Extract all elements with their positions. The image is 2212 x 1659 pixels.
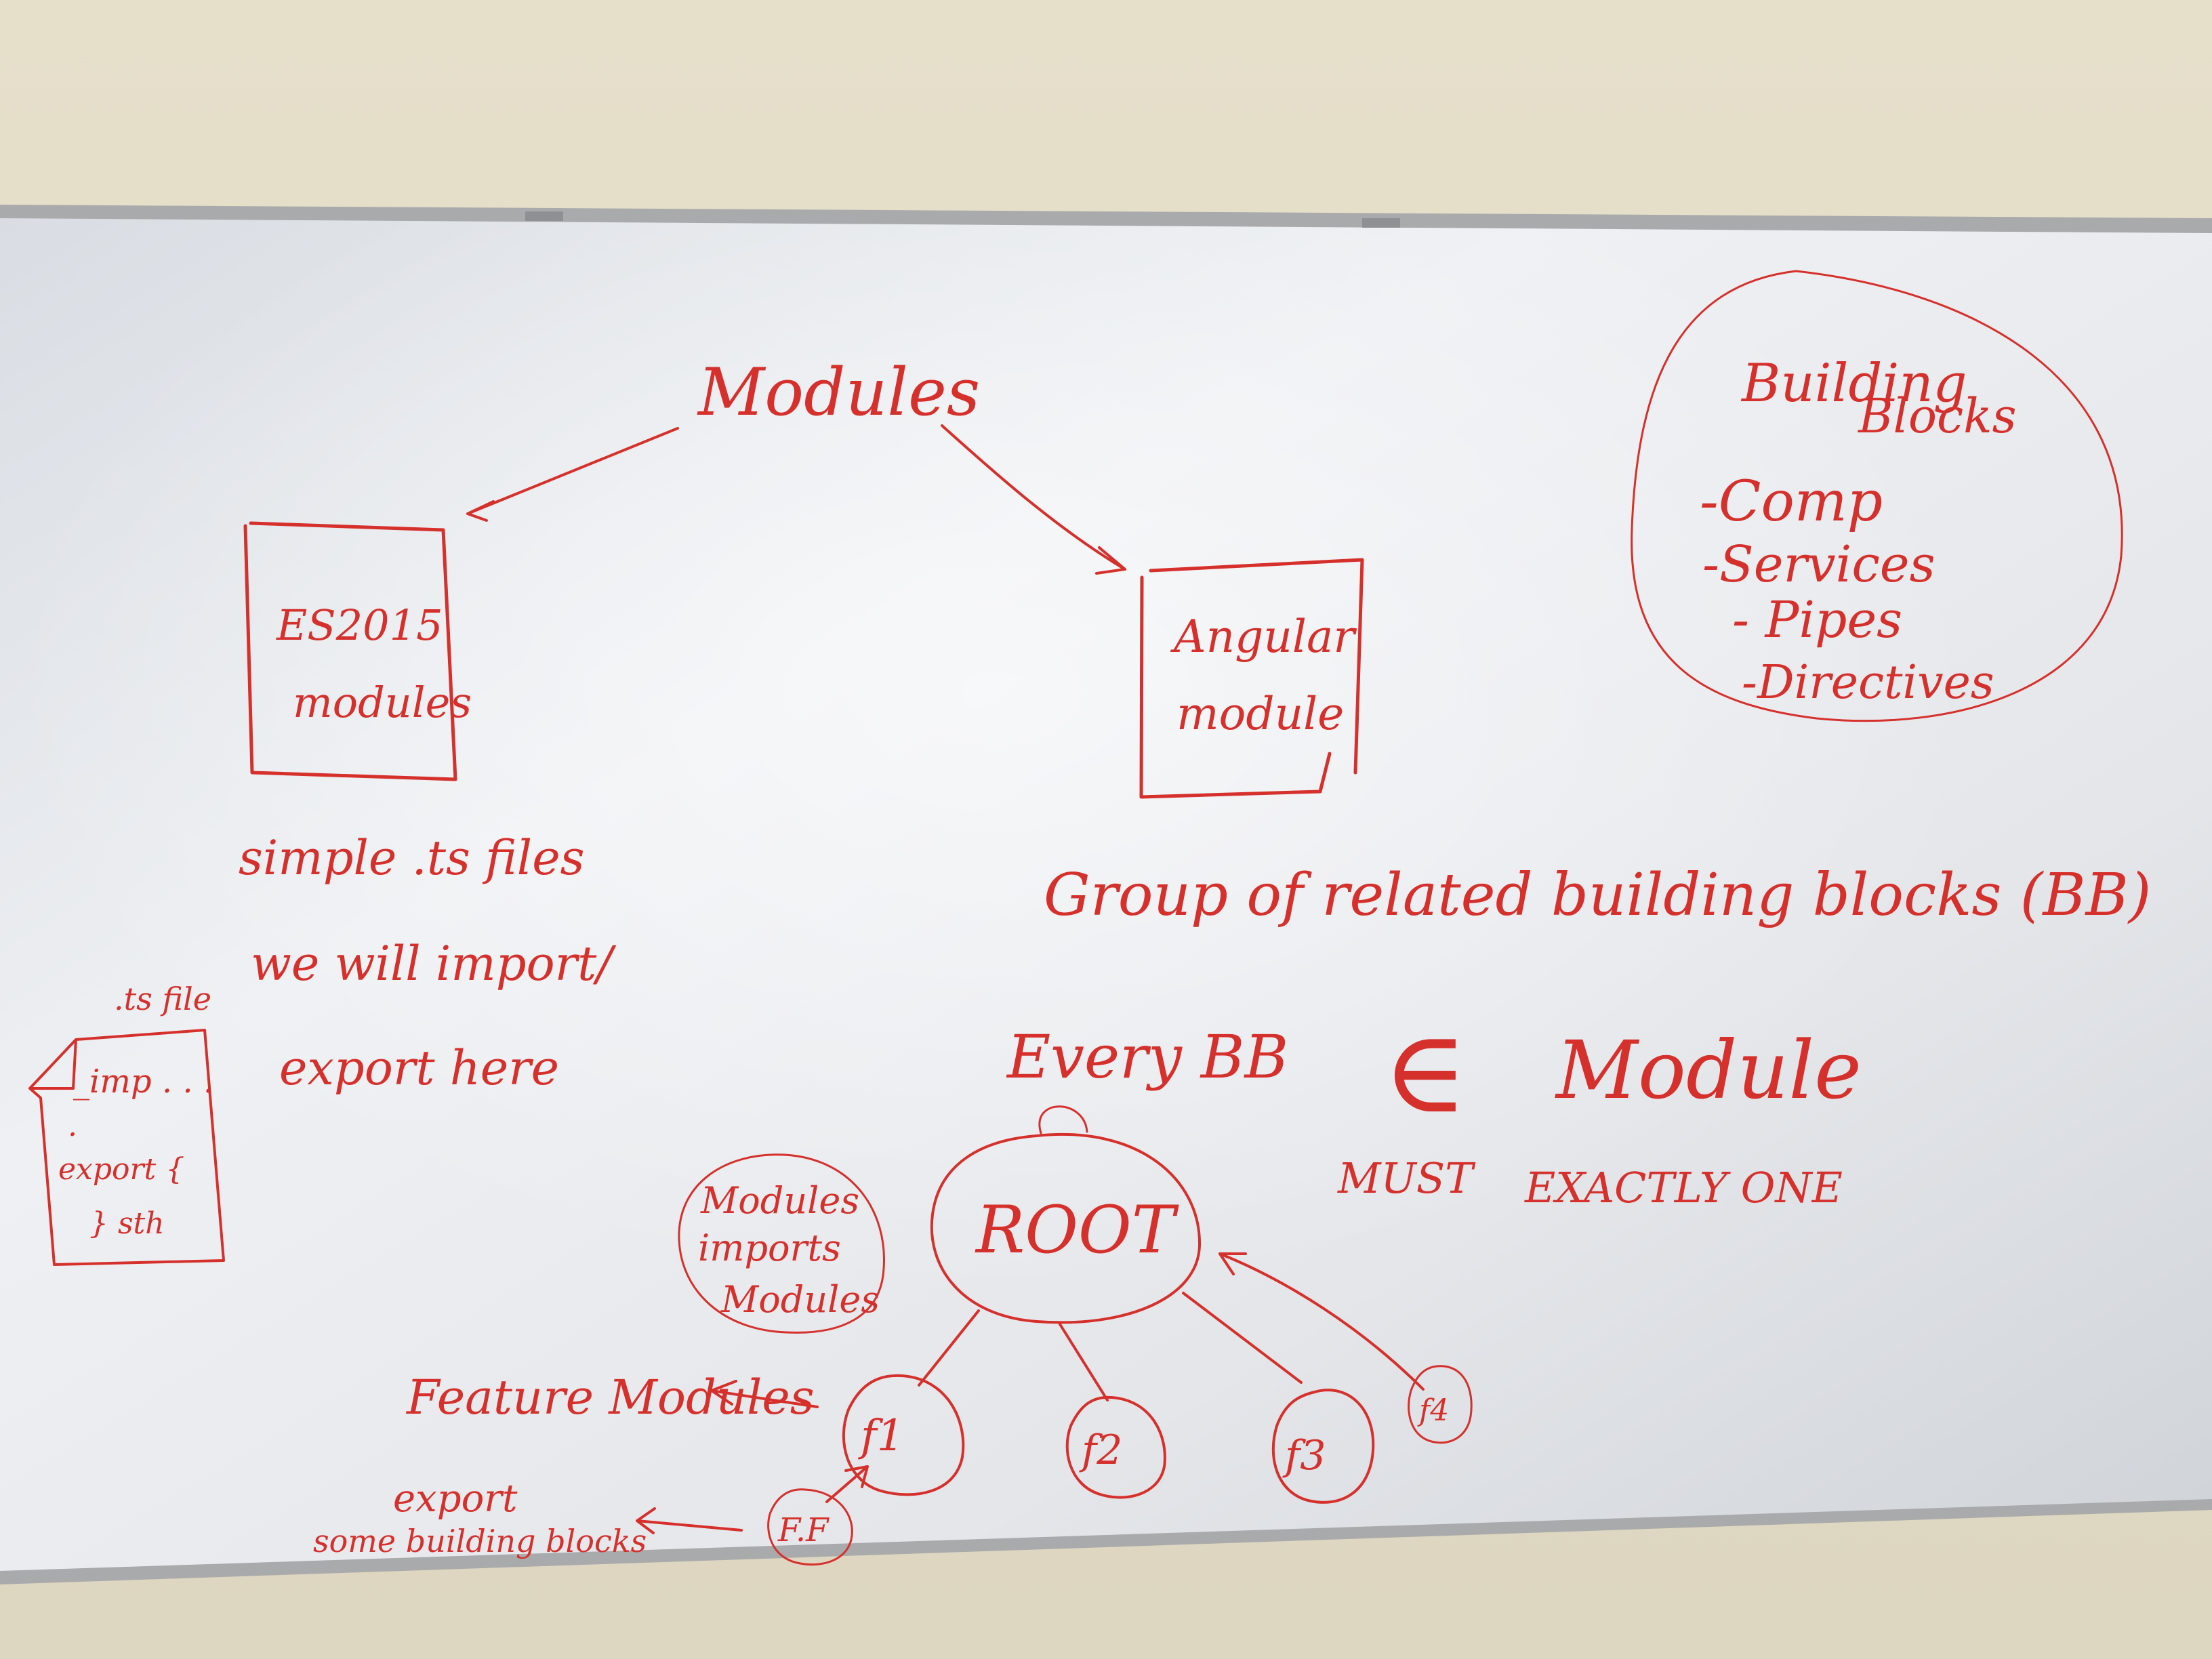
export-label: export	[393, 1477, 518, 1521]
ff-label: F.F	[777, 1511, 830, 1549]
board-glare	[0, 218, 2212, 1571]
some-building-blocks-label: some building blocks	[313, 1523, 647, 1559]
ff-circle	[767, 1488, 853, 1566]
root-loop	[1038, 1105, 1088, 1134]
arrow-to-angular	[941, 424, 1126, 575]
ts-file-code-2: .	[68, 1109, 77, 1143]
ts-file-sketch	[28, 1029, 225, 1266]
f3-circle	[1271, 1389, 1375, 1504]
ts-file-code-3: export {	[58, 1152, 184, 1187]
module-word: Module	[1555, 1023, 1862, 1117]
must-word: MUST	[1337, 1153, 1476, 1203]
board-clip-left	[525, 211, 563, 221]
ts-file-code-4: } sth	[89, 1206, 165, 1241]
every-bb: Every BB	[1006, 1022, 1288, 1092]
ts-file-code-1: _imp . . .	[73, 1063, 213, 1101]
building-blocks-title-2: Blocks	[1857, 388, 2017, 444]
f4-label: f4	[1417, 1393, 1449, 1428]
f2-label: f2	[1079, 1427, 1122, 1474]
building-block-services: -Services	[1702, 535, 1936, 594]
exactly-one: EXACTLY ONE	[1524, 1163, 1843, 1212]
f2-circle	[1065, 1395, 1166, 1499]
element-of-symbol: ∈	[1382, 1005, 1468, 1139]
edge-root-f1	[918, 1309, 980, 1387]
arrow-to-es2015	[466, 427, 679, 522]
modules-imports-2: imports	[698, 1227, 841, 1269]
group-of-building-blocks: Group of related building blocks (BB)	[1044, 861, 2151, 929]
feature-modules-label: Feature Modules	[405, 1370, 815, 1425]
edge-root-f2	[1059, 1323, 1109, 1401]
arrow-to-export-note	[636, 1507, 743, 1534]
modules-heading: Modules	[697, 354, 980, 430]
root-label: ROOT	[975, 1192, 1179, 1268]
angular-label-1: Angular	[1170, 611, 1357, 663]
building-block-comp: -Comp	[1700, 470, 1883, 534]
modules-imports-3: Modules	[720, 1278, 880, 1321]
board-clip-right	[1362, 218, 1400, 228]
f1-circle	[842, 1374, 965, 1496]
f3-label: f3	[1282, 1432, 1326, 1479]
modules-imports-1: Modules	[700, 1179, 859, 1222]
root-circle	[930, 1133, 1202, 1324]
building-block-pipes: - Pipes	[1732, 591, 1902, 649]
arrow-f4-to-root	[1218, 1252, 1425, 1391]
angular-box	[1139, 558, 1364, 799]
simple-ts-files: simple .ts files	[239, 830, 585, 886]
arrow-to-feature-modules	[710, 1380, 819, 1408]
es2015-box	[243, 521, 457, 781]
f1-label: f1	[858, 1411, 904, 1461]
es2015-label-1: ES2015	[276, 600, 443, 650]
ts-file-label: .ts file	[114, 981, 211, 1017]
import-export-line-1: we will import/	[251, 936, 617, 991]
building-block-directives: -Directives	[1742, 656, 1994, 710]
modules-imports-circle	[678, 1153, 885, 1334]
arrow-ff-to-f1	[825, 1465, 869, 1503]
import-export-line-2: export here	[279, 1040, 559, 1096]
angular-label-2: module	[1176, 688, 1344, 740]
building-blocks-circle	[1631, 270, 2123, 722]
f4-circle	[1408, 1365, 1473, 1444]
building-blocks-title-1: Building	[1740, 353, 1967, 414]
es2015-label-2: modules	[293, 678, 472, 727]
edge-root-f3	[1182, 1292, 1303, 1384]
